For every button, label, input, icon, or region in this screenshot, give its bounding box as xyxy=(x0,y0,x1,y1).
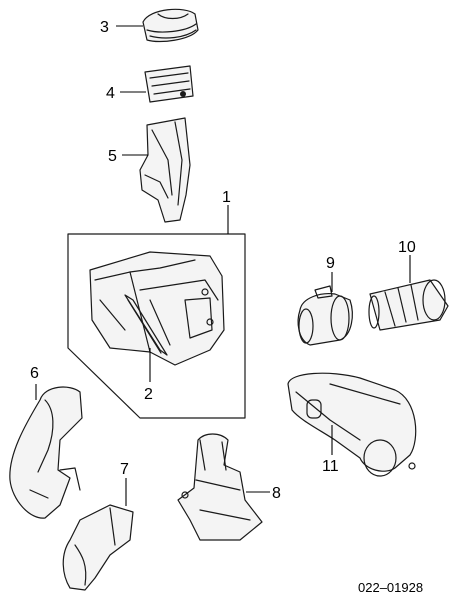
part-1-air-cleaner-housing xyxy=(89,251,225,366)
part-5-intake-duct xyxy=(139,117,191,223)
callout-4: 4 xyxy=(106,85,115,102)
callout-5: 5 xyxy=(108,148,117,165)
part-1-group-frame xyxy=(67,233,246,419)
callout-11: 11 xyxy=(322,458,339,475)
part-11-outlet-duct xyxy=(287,372,417,477)
callout-2: 2 xyxy=(144,386,153,403)
part-8-snorkel-bracket xyxy=(177,433,263,541)
part-4-grille xyxy=(144,65,194,103)
reference-code: 022–01928 xyxy=(358,580,423,595)
callout-6: 6 xyxy=(30,365,39,382)
part-6-resonator-duct xyxy=(9,386,83,519)
callout-7: 7 xyxy=(120,461,129,478)
part-2-filter-element xyxy=(124,294,168,356)
part-10-intake-hose xyxy=(368,279,449,331)
callout-8: 8 xyxy=(272,485,281,502)
part-9-sensor-housing xyxy=(297,285,353,346)
callout-3: 3 xyxy=(100,19,109,36)
callout-1: 1 xyxy=(222,189,231,206)
callout-10: 10 xyxy=(398,239,416,256)
callout-9: 9 xyxy=(326,255,335,272)
part-7-lower-duct xyxy=(62,504,134,591)
part-3-resonator-cap xyxy=(142,8,199,43)
